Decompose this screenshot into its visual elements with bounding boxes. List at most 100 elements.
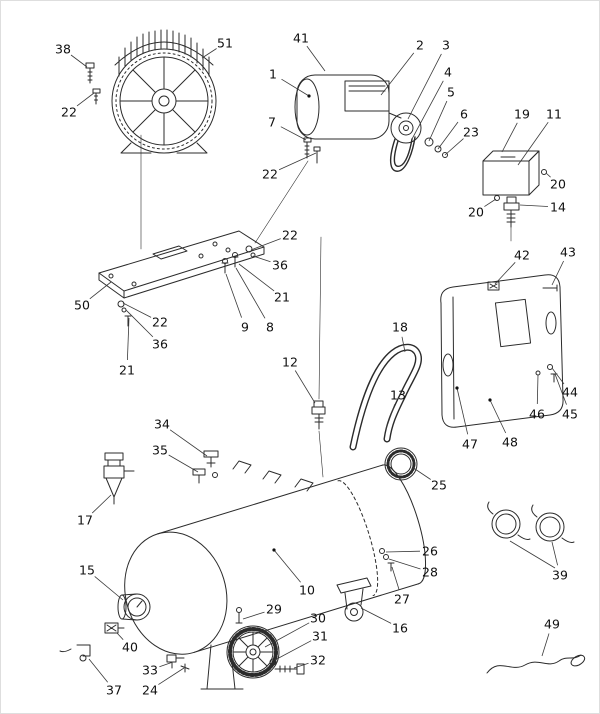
- flywheel-hub: [151, 88, 177, 114]
- part-number-label: 22: [282, 228, 298, 243]
- part-number-label: 21: [274, 290, 290, 305]
- leader-line: [385, 550, 421, 553]
- leader-dot: [307, 94, 311, 98]
- motor-bolt-22: [313, 146, 321, 164]
- guard-inner-line: [452, 296, 455, 420]
- motor-bolt-7: [303, 137, 312, 159]
- part-number-label: 21: [119, 363, 135, 378]
- plate-hole: [198, 253, 204, 259]
- part-number-label: 43: [560, 245, 576, 260]
- part-number-label: 29: [266, 602, 282, 617]
- part-number-label: 14: [550, 200, 566, 215]
- caster-bolt-27: [387, 562, 395, 572]
- washer-5: [424, 137, 434, 147]
- wheel-25: [384, 447, 418, 481]
- leader-line: [238, 263, 275, 292]
- leader-line: [89, 281, 112, 300]
- plate-bolt-21-left: [124, 315, 132, 327]
- mounting-plate: [98, 230, 265, 327]
- artwork-layer: [59, 29, 586, 690]
- leader-line: [280, 126, 307, 141]
- fitting-34: [203, 450, 219, 468]
- elbow-37: [59, 644, 91, 662]
- washer-22-pump: [92, 88, 101, 105]
- part-number-label: 48: [502, 435, 518, 450]
- part-number-label: 3: [442, 38, 450, 53]
- part-number-label: 27: [394, 592, 410, 607]
- leader-line: [437, 121, 459, 150]
- leader-line: [91, 494, 112, 514]
- part-number-label: 23: [463, 125, 479, 140]
- caster-16: [336, 577, 372, 622]
- pump-unit: [111, 29, 217, 154]
- nut-23: [442, 152, 448, 158]
- part-number-label: 20: [550, 177, 566, 192]
- leader-line: [551, 367, 565, 385]
- leader-line: [501, 122, 518, 153]
- part-number-label: 26: [422, 544, 438, 559]
- power-cord-49: [486, 654, 586, 674]
- flywheel-rim: [111, 48, 217, 154]
- part-number-label: 37: [106, 683, 122, 698]
- part-number-label: 9: [241, 320, 249, 335]
- wheel-30: [226, 625, 280, 679]
- switch-front: [482, 160, 530, 196]
- leader-dot: [455, 386, 459, 390]
- plate-hole: [131, 281, 137, 287]
- leader-line: [391, 566, 400, 590]
- flywheel-shaft: [158, 95, 170, 107]
- leader-dot: [272, 548, 276, 552]
- fitting-14: [503, 196, 520, 228]
- part-number-label: 34: [154, 417, 170, 432]
- leader-line: [428, 100, 448, 142]
- leader-line: [489, 399, 507, 434]
- flywheel-spokes: [119, 56, 209, 146]
- pulley-inner: [398, 120, 414, 136]
- plate-slot: [152, 245, 188, 260]
- caster-washer-26: [379, 548, 385, 554]
- part-number-label: 24: [142, 683, 158, 698]
- leader-line: [509, 540, 556, 569]
- leader-line: [411, 80, 444, 140]
- leader-line: [169, 429, 208, 457]
- washer-6: [434, 145, 442, 153]
- leader-line: [444, 138, 464, 156]
- pump-fin-arc: [114, 41, 214, 66]
- leader-line: [388, 558, 421, 570]
- part-number-label: 22: [152, 315, 168, 330]
- handle-18: [349, 343, 423, 451]
- plate-washer-22-left: [117, 300, 125, 308]
- part-number-label: 12: [282, 355, 298, 370]
- leader-line: [264, 622, 310, 648]
- part-number-label: 51: [217, 36, 233, 51]
- leader-line: [116, 632, 124, 640]
- plate-edge: [98, 246, 265, 299]
- plate-hole: [225, 247, 231, 253]
- flywheel-hatch-ring: [115, 52, 213, 150]
- switch-side: [528, 150, 540, 196]
- nipple-33: [166, 654, 185, 669]
- leader-line: [306, 45, 326, 72]
- leader-line: [541, 633, 550, 657]
- part-number-label: 16: [392, 621, 408, 636]
- leader-line: [484, 198, 497, 207]
- part-number-label: 8: [266, 320, 274, 335]
- part-number-label: 22: [61, 105, 77, 120]
- tank-weld-seam: [337, 480, 379, 597]
- leader-line: [88, 658, 109, 683]
- part-number-label: 33: [142, 663, 158, 678]
- part-number-label: 36: [152, 337, 168, 352]
- guard-washer-44: [547, 364, 553, 370]
- belt: [389, 136, 416, 172]
- assembly-lines: [140, 134, 512, 478]
- motor-shaft: [388, 112, 402, 119]
- leader-line: [125, 309, 154, 338]
- tank-body-lines: [157, 464, 420, 653]
- leader-line: [551, 541, 558, 566]
- part-number-label: 19: [514, 107, 530, 122]
- guard-vent-rect: [494, 298, 532, 348]
- leader-line: [401, 336, 406, 353]
- part-number-label: 22: [262, 167, 278, 182]
